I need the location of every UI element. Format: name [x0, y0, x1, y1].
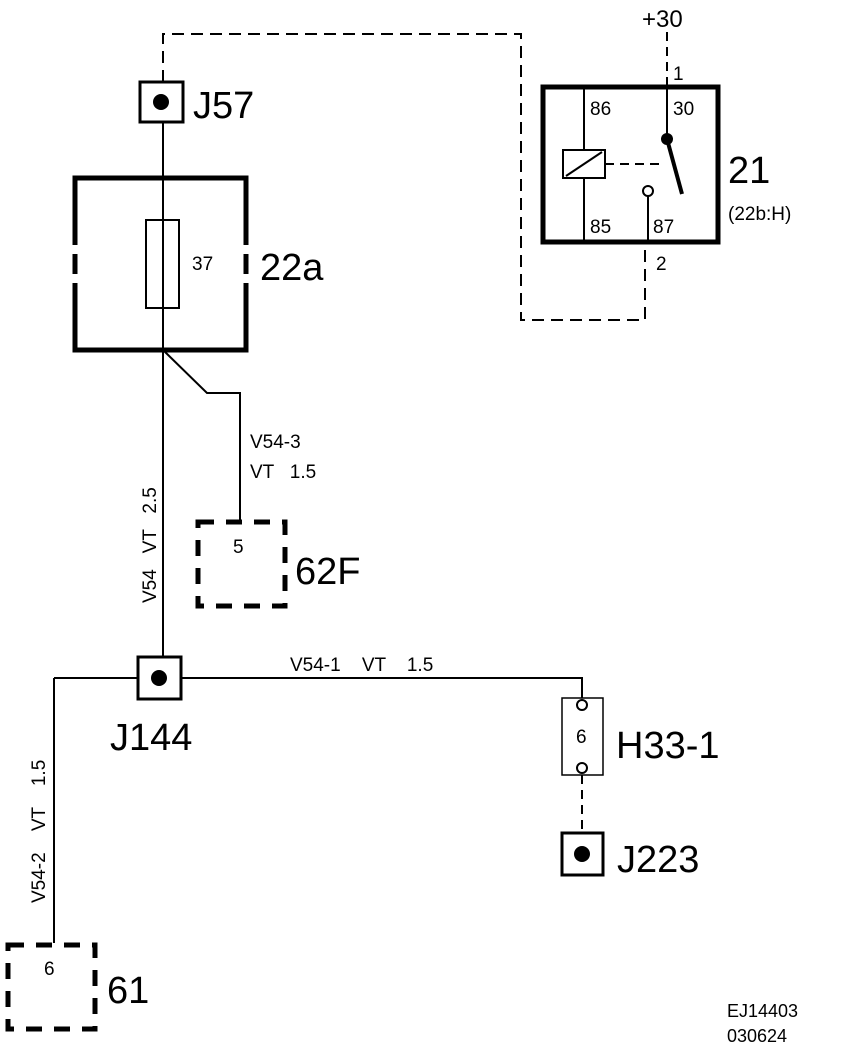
connector-j223-label: J223	[617, 839, 699, 881]
fuse-box-22a	[72, 175, 249, 353]
connector-j57	[138, 80, 185, 124]
component-62f-pin: 5	[233, 537, 244, 558]
connector-j144	[136, 655, 183, 701]
relay-21: 86 30 85 87	[540, 84, 721, 245]
wire-v54-3	[162, 349, 241, 520]
relay-pin-1-label: 1	[673, 64, 684, 85]
connector-h33-1	[561, 697, 604, 776]
relay-pin-30: 30	[673, 99, 694, 120]
component-61	[5, 942, 98, 1032]
diagram-code: EJ14403	[727, 1001, 798, 1021]
connector-j57-label: J57	[193, 85, 254, 127]
component-h33-pin: 6	[576, 727, 587, 748]
wire-v54-1-label: V54-1 VT 1.5	[290, 655, 433, 676]
component-61-id: 61	[107, 970, 149, 1012]
relay-switch-arm	[665, 138, 684, 195]
wire-v54-2-label: V54-2 VT 1.5	[29, 760, 50, 903]
wire-main-label: V54 VT 2.5	[140, 487, 161, 603]
wire-v54-3-spec: VT 1.5	[250, 462, 316, 483]
supply-label: +30	[642, 6, 683, 33]
fuse-box-id: 22a	[260, 247, 324, 289]
relay-id: 21	[728, 150, 770, 192]
relay-pin-86: 86	[590, 99, 611, 120]
connector-j223	[560, 831, 605, 877]
fuse-number: 37	[192, 254, 213, 275]
component-61-pin: 6	[44, 959, 55, 980]
relay-ref: (22b:H)	[728, 204, 791, 225]
relay-pin-87: 87	[653, 217, 674, 238]
wire-v54-3-label: V54-3	[250, 432, 301, 453]
connector-j144-label: J144	[110, 717, 192, 759]
diagram-date: 030624	[727, 1026, 787, 1046]
relay-pin-85: 85	[590, 217, 611, 238]
relay-contact-87	[642, 185, 654, 197]
relay-pin-2-label: 2	[656, 254, 667, 275]
wire-v54-1	[54, 677, 583, 700]
relay-control-dashed-line	[162, 33, 646, 321]
component-62f-id: 62F	[295, 551, 360, 593]
component-h33-id: H33-1	[616, 725, 720, 767]
component-62f	[195, 519, 288, 609]
